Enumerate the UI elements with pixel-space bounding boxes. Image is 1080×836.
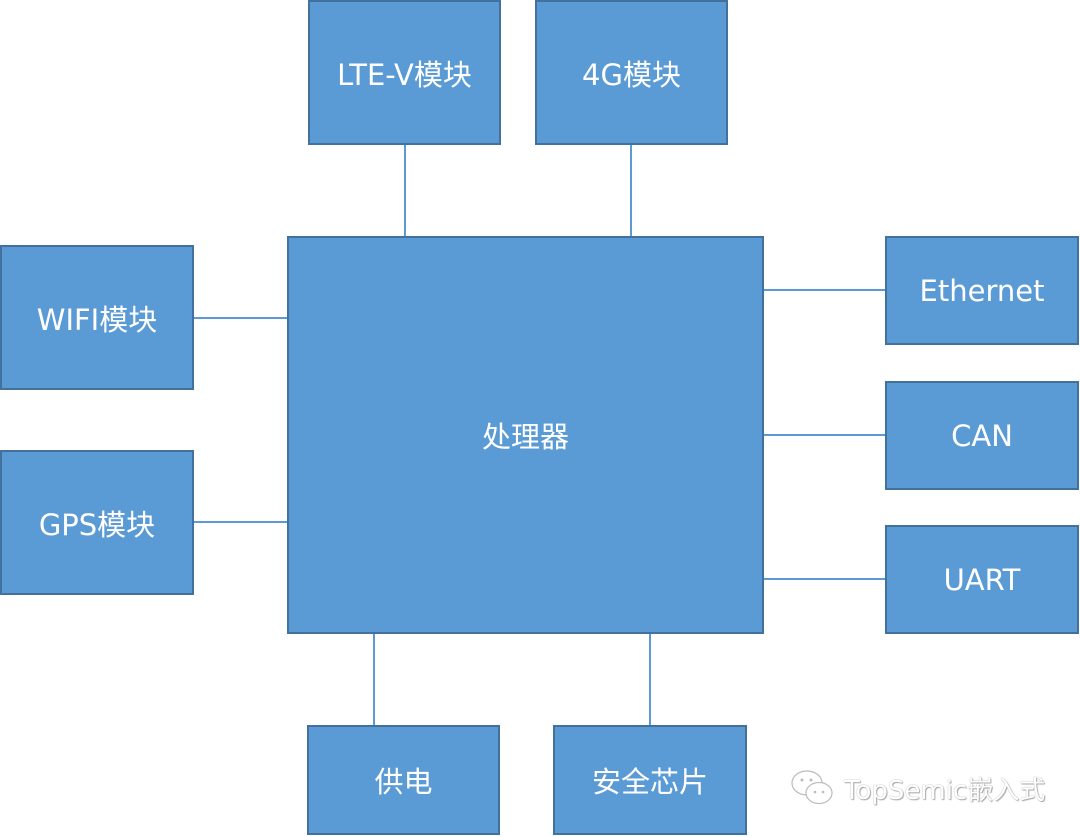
box-gps: GPS模块	[0, 450, 194, 595]
box-lte-v: LTE-V模块	[308, 0, 501, 145]
connector-ethernet	[763, 289, 885, 291]
connector-4g	[630, 144, 632, 236]
connector-security-chip	[649, 633, 651, 725]
connector-wifi	[193, 317, 287, 319]
box-wifi: WIFI模块	[0, 245, 194, 390]
box-uart: UART	[885, 525, 1079, 634]
box-power: 供电	[307, 725, 500, 835]
watermark-text: TopSemic嵌入式	[844, 775, 1046, 806]
box-ethernet: Ethernet	[885, 236, 1079, 345]
connector-power	[373, 633, 375, 725]
box-security-chip: 安全芯片	[553, 725, 747, 835]
box-can: CAN	[885, 381, 1079, 490]
connector-lte-v	[404, 144, 406, 236]
connector-uart	[763, 578, 885, 580]
connector-can	[763, 434, 885, 436]
connector-gps	[193, 521, 287, 523]
wechat-icon	[791, 770, 833, 805]
box-4g: 4G模块	[535, 0, 728, 145]
watermark: TopSemic嵌入式	[790, 768, 1045, 808]
box-processor: 处理器	[287, 236, 764, 634]
